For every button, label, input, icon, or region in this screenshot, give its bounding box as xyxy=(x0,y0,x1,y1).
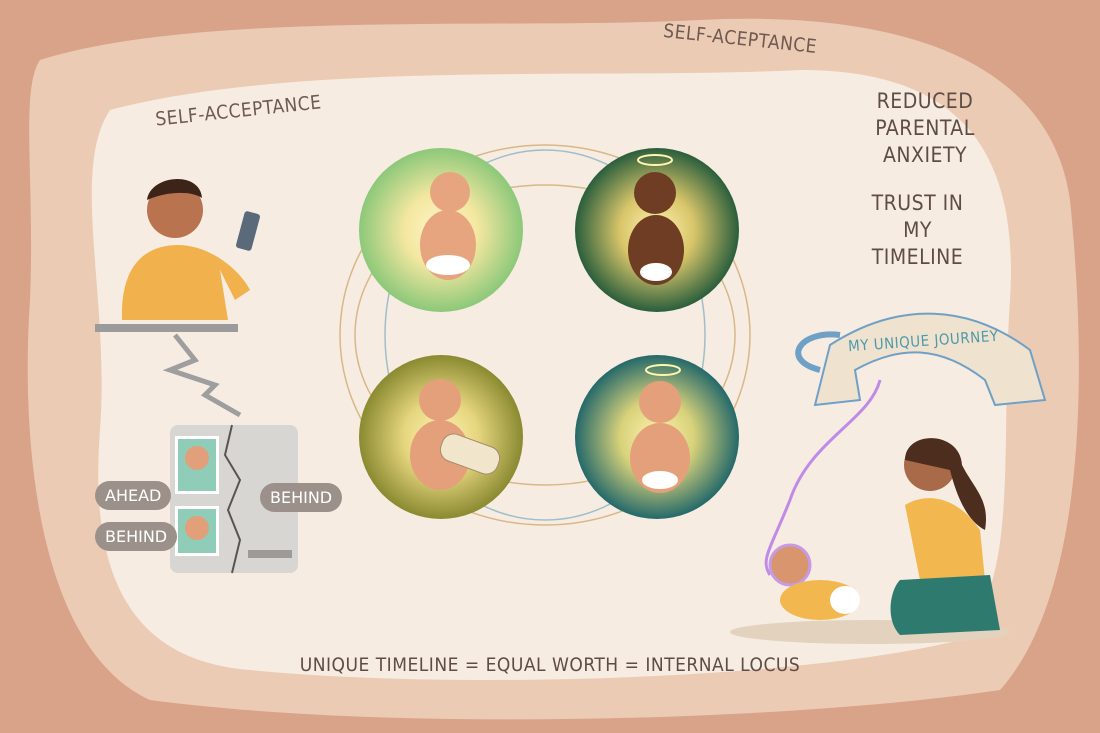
mother-and-baby xyxy=(730,438,1010,644)
behind-bubble-right: BEHIND xyxy=(260,483,343,512)
behind-bubble-left: BEHIND xyxy=(95,522,178,551)
comparison-chart xyxy=(170,424,298,574)
background-inner xyxy=(91,70,1011,680)
ahead-bubble: AHEAD xyxy=(95,481,172,510)
reduced-anxiety-label: REDUCED PARENTAL ANXIETY xyxy=(875,89,975,167)
banner-ribbon xyxy=(764,312,1047,576)
footer-equation: UNIQUE TIMELINE = EQUAL WORTH = INTERNAL… xyxy=(299,654,801,676)
crack-line xyxy=(162,333,242,418)
anxious-parent xyxy=(95,179,260,332)
babies xyxy=(410,154,690,493)
trust-timeline-label: TRUST IN MY TIMELINE xyxy=(871,191,964,269)
orbit-rings xyxy=(339,144,751,526)
